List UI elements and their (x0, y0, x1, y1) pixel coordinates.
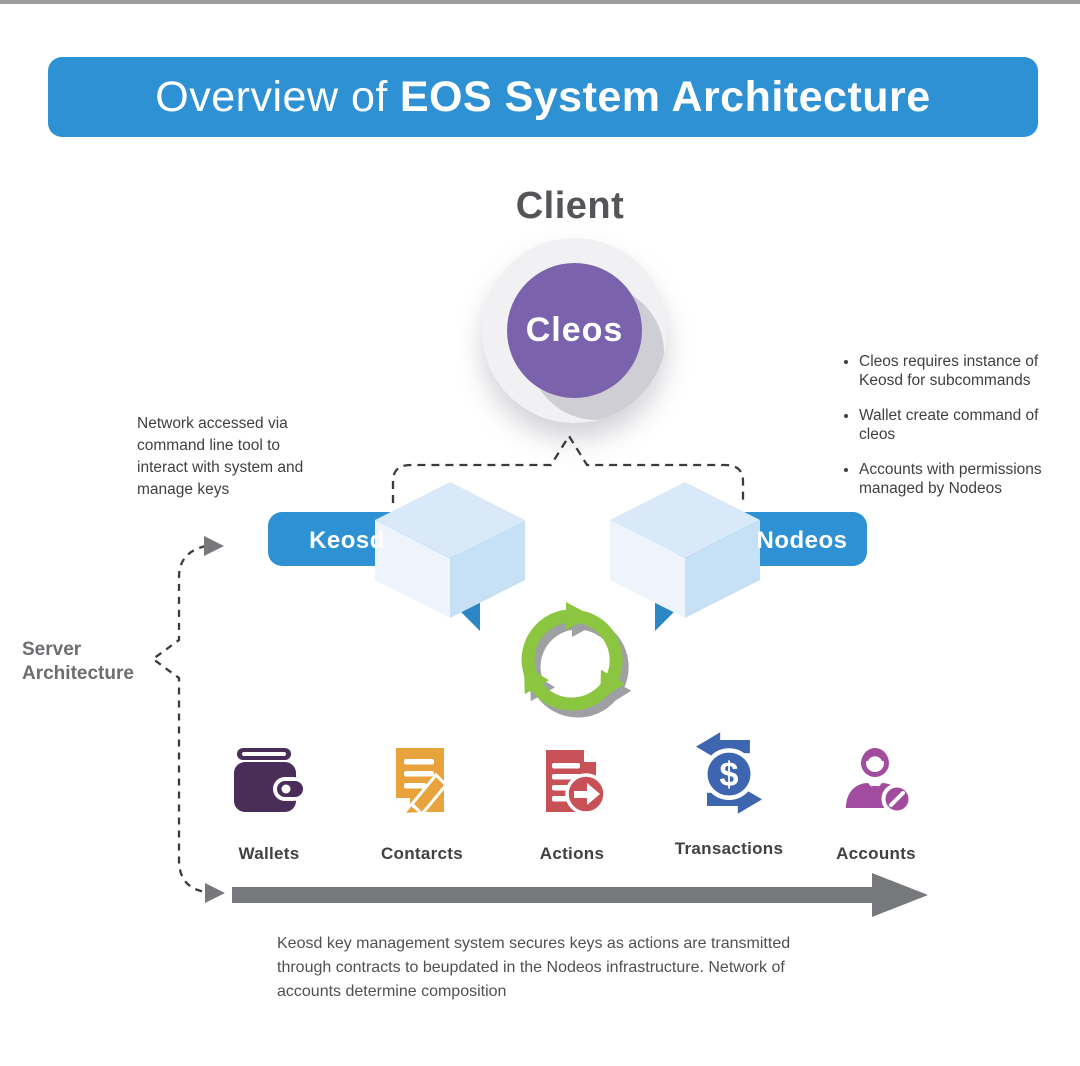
bullet-item: Wallet create command of cleos (859, 406, 1068, 445)
component-wallets: Wallets (194, 738, 344, 864)
server-architecture-label: Server Architecture (22, 639, 134, 684)
component-label: Wallets (238, 844, 300, 863)
actions-icon (546, 750, 607, 815)
svg-text:$: $ (720, 756, 739, 794)
keosd-label: Keosd (309, 527, 385, 554)
server-bracket-dashes (151, 544, 207, 894)
component-contracts: Contarcts (347, 738, 497, 864)
bullet-notes: Cleos requires instance of Keosd for sub… (842, 352, 1068, 513)
bracket-arrow-icon (205, 883, 225, 903)
nodeos-label: Nodeos (756, 527, 847, 554)
component-label: Actions (539, 844, 605, 863)
component-label: Accounts (836, 844, 916, 863)
flow-arrow-icon (232, 873, 928, 917)
component-label: Contarcts (380, 844, 464, 863)
cleos-node: Cleos (482, 238, 667, 423)
cleos-label: Cleos (525, 311, 624, 349)
bullet-item: Cleos requires instance of Keosd for sub… (859, 352, 1068, 391)
cube-icon (610, 482, 760, 618)
contract-icon (396, 748, 449, 817)
title-banner: Overview of EOS System Architecture (48, 57, 1038, 137)
component-actions: Actions (497, 738, 647, 864)
title-emphasis: EOS System Architecture (399, 72, 931, 121)
cube-icon (375, 482, 525, 618)
bullet-item: Accounts with permissions managed by Nod… (859, 460, 1068, 499)
component-transactions: $ Transactions (654, 732, 804, 859)
component-accounts: Accounts (801, 738, 951, 864)
keosd-server-block: Keosd (268, 482, 525, 631)
client-bracket-dashes (391, 433, 745, 503)
cleos-circle: Cleos (507, 263, 642, 398)
component-label: Transactions (674, 839, 784, 858)
client-heading: Client (515, 185, 625, 227)
bracket-arrow-icon (204, 536, 224, 556)
sync-arrows-icon (521, 602, 632, 718)
transactions-icon: $ (696, 732, 762, 814)
nodeos-server-block: Nodeos (610, 482, 867, 631)
wallet-icon (234, 748, 305, 812)
accounts-icon (846, 748, 913, 815)
left-note: Network accessed via command line tool t… (137, 415, 304, 498)
flow-caption: Keosd key management system secures keys… (277, 935, 791, 1000)
title-prefix: Overview of (155, 72, 388, 121)
top-edge-strip (0, 0, 1080, 4)
